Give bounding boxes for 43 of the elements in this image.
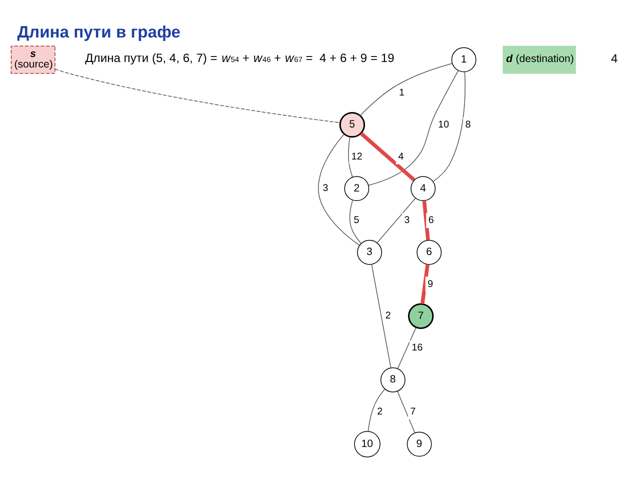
- node-circle: 5: [339, 112, 366, 138]
- edge-label: 4: [398, 151, 404, 162]
- node-circle: 6: [416, 240, 442, 265]
- edge-label: 10: [438, 119, 450, 130]
- edge-label: 2: [385, 310, 391, 322]
- node-circle: 3: [357, 240, 382, 265]
- node-circle: 1: [451, 47, 476, 72]
- edge-label: 3: [322, 183, 328, 194]
- edge-label: 16: [412, 342, 423, 354]
- edge-label: 8: [465, 119, 471, 130]
- edge-label: 12: [351, 151, 362, 162]
- edge-label: 3: [404, 215, 410, 226]
- connector: [360, 132, 416, 182]
- node-circle: 4: [410, 176, 436, 202]
- label: 4: [610, 52, 618, 66]
- connector: [360, 63, 452, 116]
- edge-label: 1: [398, 87, 404, 98]
- connector: [397, 327, 416, 369]
- connector: [432, 72, 466, 182]
- connector: [368, 70, 459, 186]
- node-box: s (source): [10, 46, 56, 74]
- connector: [368, 388, 386, 432]
- edge-label: 7: [410, 406, 416, 418]
- connector: [376, 198, 416, 244]
- label: Длина пути (5, 4, 6, 7) = w54 + w46 + w67 = 4 + 6 + 9 = 19: [85, 50, 394, 65]
- connector: [371, 264, 392, 368]
- node-box: d (destination): [502, 46, 576, 74]
- node-circle: 10: [354, 431, 380, 458]
- connector: [420, 264, 430, 304]
- edge-label: 2: [377, 406, 383, 418]
- connector: [422, 200, 430, 240]
- node-circle: 9: [406, 432, 432, 457]
- edge-label: 9: [428, 278, 434, 290]
- edge-label: 5: [354, 215, 360, 226]
- diagram-title: Длина пути в графе: [17, 22, 181, 42]
- connector: [318, 134, 360, 246]
- node-circle: 8: [380, 367, 406, 392]
- node-circle: 7: [408, 303, 434, 329]
- node-circle: 2: [344, 176, 370, 202]
- connector: [348, 136, 353, 178]
- edge-label: 6: [428, 215, 434, 226]
- connector: [397, 391, 416, 433]
- connector: [54, 68, 340, 123]
